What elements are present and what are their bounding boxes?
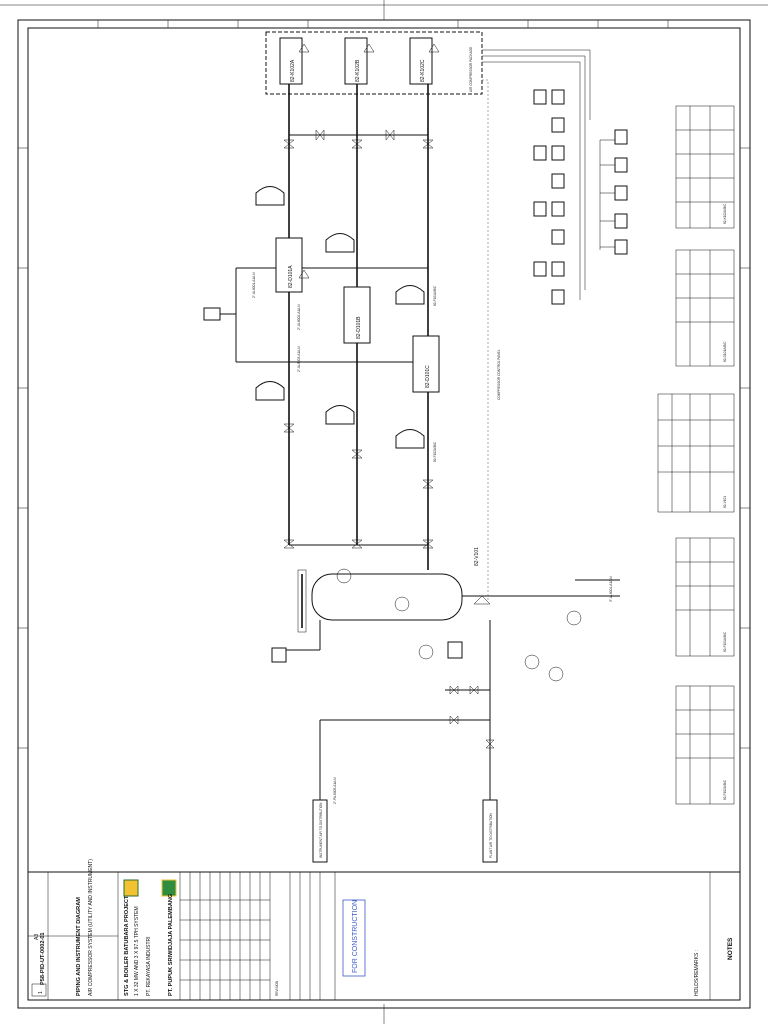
distribution-headers: INSTRUMENT AIR TO DISTRIBUTION PLANT AIR… [271, 620, 498, 863]
compressor-b-tag: 82-K102B [355, 59, 361, 82]
instrument-air-outlet [312, 799, 328, 863]
control-panel-instruments: COMPRESSOR CONTROL PANEL [497, 89, 628, 400]
off-sheet-connector-2 [271, 647, 287, 663]
contractor-logo [123, 879, 139, 897]
receiver-tag: 82-V101 [474, 547, 480, 566]
drawing-size: A3 [34, 934, 40, 940]
equipment-table-1-title: 82-K102A/B/C [723, 203, 727, 224]
project-name-line2: 1 X 32 MW AND 3 X 97.5 TPH SYSTEM [134, 906, 140, 996]
inner-border [27, 27, 741, 1001]
discharge-trains [203, 84, 434, 570]
compressor-a: 82-K102A [279, 37, 310, 85]
dryer-c [412, 335, 440, 393]
project-name-line1: STG & BOILER BATUBARA PROJECT [124, 895, 130, 996]
line-number-5: 2"-PA-8005-A1A-N [333, 777, 337, 804]
filter-tag-1: 82-F101A/B/C [433, 285, 437, 306]
drawing-title-line2: AIR COMPRESSOR SYSTEM (UTILITY AND INSTR… [88, 859, 94, 996]
equipment-table-4-title: 82-F101A/B/C [723, 631, 727, 652]
equipment-table-4: 82-F101A/B/C [675, 537, 735, 657]
dryer-b-tag: 82-D101B [356, 316, 362, 339]
control-panel-label: COMPRESSOR CONTROL PANEL [497, 349, 501, 400]
line-number-2: 2"-IA-8002-A1A-N [297, 304, 301, 330]
client-name: PT. PUPUK SRIWIDJAJA PALEMBANG [168, 894, 174, 996]
dryer-a [275, 237, 303, 293]
compressor-c-tag: 82-K102C [420, 59, 426, 82]
holds-remarks-label: HOLDS/REMARKS : [694, 950, 700, 996]
compressor-package-label: AIR COMPRESSOR PACKAGE [469, 47, 473, 92]
dryer-b [343, 286, 371, 344]
revision-header: REVISION [275, 980, 279, 996]
outer-border [17, 19, 751, 1009]
compressor-a-tag: 82-K102A [290, 59, 296, 82]
line-numbers: 2"-IA-8001-A1A-N 2"-IA-8002-A1A-N 2"-IA-… [252, 272, 613, 804]
plant-air-outlet [482, 799, 498, 863]
sheet-number: 1 [38, 991, 44, 994]
drawing-number: P58-PID-UT-0002-01 [40, 932, 46, 985]
construction-stamp-frame [342, 899, 366, 977]
notes-heading: NOTES [727, 937, 734, 960]
equipment-table-3: 82-V101 [657, 393, 735, 513]
line-number-4: 3"-IA-8004-A1A-N [609, 576, 613, 602]
line-number-3: 2"-IA-8003-A1A-N [297, 346, 301, 372]
zone-ticks [18, 20, 750, 749]
equipment-table-3-title: 82-V101 [723, 496, 727, 508]
off-sheet-connector-1 [203, 307, 221, 321]
equipment-table-2: 82-D101A/B/C [675, 249, 735, 367]
air-receiver: 82-V101 [297, 547, 620, 682]
compressor-c: 82-K102C [409, 37, 440, 85]
dryer-a-tag: 82-D101A [288, 265, 294, 288]
equipment-table-5: 82-F102A/B/C [675, 685, 735, 805]
drawing-title-line1: PIPING AND INSTRUMENT DIAGRAM [76, 897, 82, 996]
construction-stamp: FOR CONSTRUCTION [352, 900, 359, 973]
line-number-1: 2"-IA-8001-A1A-N [252, 272, 256, 298]
equipment-table-1: 82-K102A/B/C [675, 105, 735, 229]
dryer-c-tag: 82-D101C [425, 365, 431, 388]
compressor-b: 82-K102B [344, 37, 375, 85]
instrument-air-outlet-label: INSTRUMENT AIR TO DISTRIBUTION [319, 802, 323, 858]
equipment-table-2-title: 82-D101A/B/C [723, 341, 727, 362]
contractor-name: PT. REKAYASA INDUSTRI [146, 936, 152, 996]
title-block: P58-PID-UT-0002-01 A3 1 PIPING AND INSTR… [28, 859, 740, 1000]
revision-table: REVISION [180, 872, 321, 1000]
filter-vessels: 82-F101A/B/C 82-F102A/B/C [255, 186, 437, 462]
filter-tag-2: 82-F102A/B/C [433, 441, 437, 462]
compressor-package: AIR COMPRESSOR PACKAGE 82-K102A 82-K102B… [265, 31, 591, 600]
air-dryers: 82-D101A 82-D101B 82-D101C [275, 237, 440, 393]
client-logo [161, 879, 177, 897]
plant-air-outlet-label: PLANT AIR TO DISTRIBUTION [489, 812, 493, 858]
equipment-table-5-title: 82-F102A/B/C [723, 779, 727, 800]
